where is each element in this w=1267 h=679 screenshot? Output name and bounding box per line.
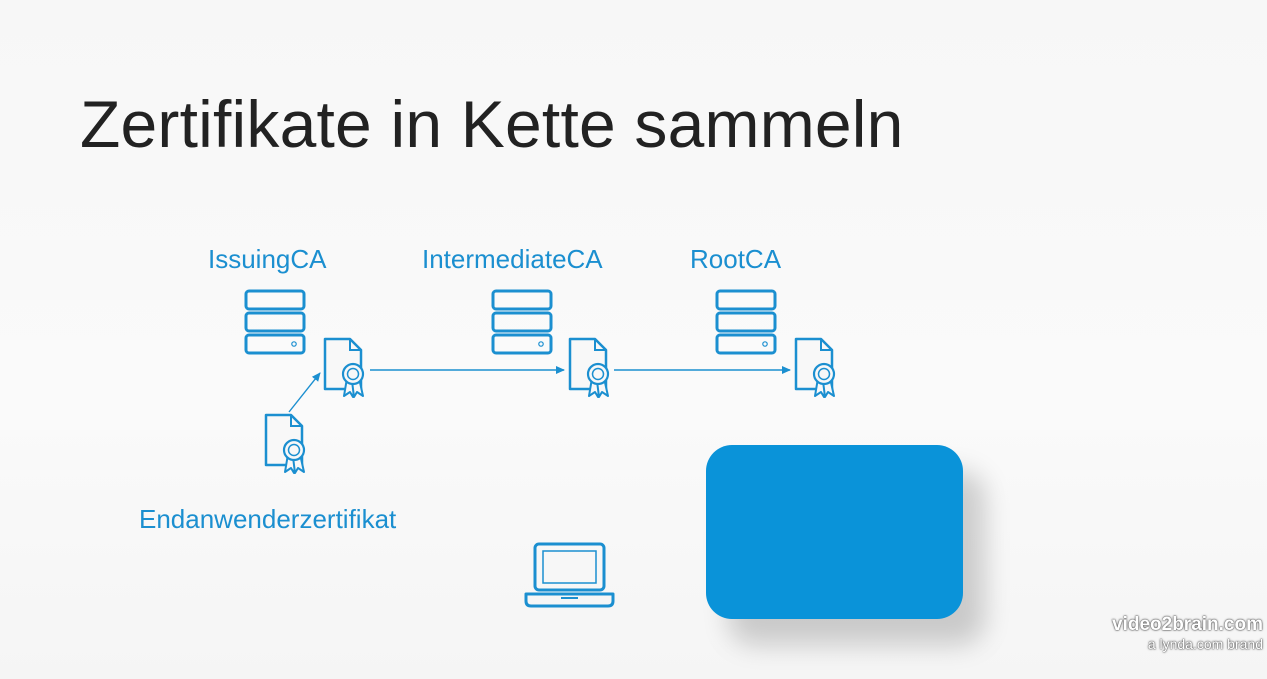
root-ca-server-icon xyxy=(715,289,777,355)
blue-rounded-box xyxy=(706,445,963,619)
intermediate-ca-server-icon xyxy=(491,289,553,355)
brand-line-2: a lynda.com brand xyxy=(1147,636,1263,652)
issuing-ca-certificate-icon xyxy=(323,337,365,399)
laptop-icon xyxy=(524,542,615,608)
root-ca-certificate-icon xyxy=(794,337,836,399)
brand-watermark: video2brain.com a lynda.com brand xyxy=(1112,614,1263,652)
brand-line-1: video2brain.com xyxy=(1112,614,1263,635)
label-root-ca: RootCA xyxy=(690,244,782,274)
issuing-ca-server-icon xyxy=(244,289,306,355)
end-user-certificate-icon xyxy=(264,413,306,475)
slide-title: Zertifikate in Kette sammeln xyxy=(80,87,904,161)
arrow-end-user-to-issuing xyxy=(288,372,321,413)
label-issuing-ca: IssuingCA xyxy=(208,244,327,274)
intermediate-ca-certificate-icon xyxy=(568,337,610,399)
label-end-user-certificate: Endanwenderzertifikat xyxy=(139,504,397,534)
label-intermediate-ca: IntermediateCA xyxy=(422,244,603,274)
